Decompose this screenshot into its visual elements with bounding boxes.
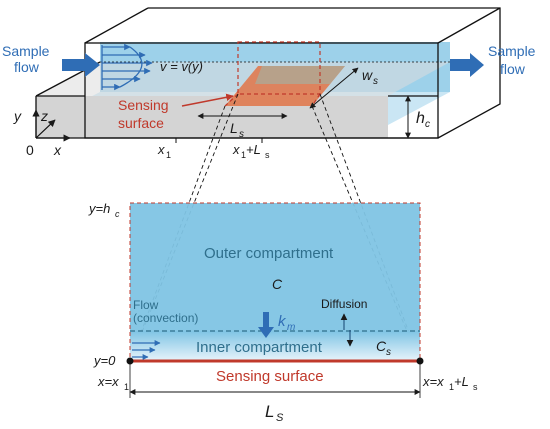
sample-flow-right-1: Sample <box>488 43 536 59</box>
ws-label: w <box>362 67 373 83</box>
cs-label: C <box>376 338 387 354</box>
km-sub: m <box>287 322 295 333</box>
x-end-label: x=x <box>422 374 444 389</box>
km-arrow <box>258 312 274 338</box>
flow-out-arrow <box>450 53 484 77</box>
x-x1-sub: 1 <box>124 382 129 392</box>
inner-compartment-label: Inner compartment <box>196 339 323 356</box>
x1-label: x <box>157 142 165 157</box>
x1ls-sub1: 1 <box>241 150 246 160</box>
flow-label-2: (convection) <box>133 311 198 325</box>
sample-flow-left-1: Sample <box>2 43 50 59</box>
velocity-profile <box>101 43 153 91</box>
sensing-label-2: surface <box>118 115 164 131</box>
x-end-sub: 1 <box>449 382 454 392</box>
zoom-panel <box>126 202 424 398</box>
x-x1-label: x=x <box>97 374 119 389</box>
axis-x-label: x <box>53 142 62 158</box>
x1ls-sub2: s <box>265 150 270 160</box>
y0-label: y=0 <box>93 353 116 368</box>
x1ls-plus: +L <box>246 142 261 157</box>
sample-flow-left-2: flow <box>14 59 40 75</box>
sensing-surface-shadow <box>255 66 345 84</box>
y-hc-sub: c <box>115 209 120 219</box>
hc-label: h <box>416 110 425 127</box>
ls-bottom-label: L <box>265 402 274 421</box>
inner-flow-arrows <box>132 340 161 360</box>
x1-sub: 1 <box>166 150 171 160</box>
channel-floor <box>36 96 388 138</box>
km-label: k <box>278 313 287 330</box>
flow-in-arrow <box>62 53 100 77</box>
flow-label-1: Flow <box>133 298 159 312</box>
ls-label: L <box>230 120 238 136</box>
axis-y-label: y <box>13 108 22 124</box>
c-label: C <box>272 276 283 292</box>
hc-sub: c <box>425 119 430 130</box>
outer-compartment-label: Outer compartment <box>204 245 334 262</box>
x1ls-label: x <box>232 142 240 157</box>
sensing-surface-bottom-label: Sensing surface <box>216 368 324 385</box>
x-end-plus: +L <box>454 374 469 389</box>
sensing-pointer <box>181 93 234 107</box>
x-end-sub2: s <box>473 382 478 392</box>
velocity-label: v = v(y) <box>160 59 203 74</box>
ls-bottom-sub: S <box>276 412 284 424</box>
ws-dimension <box>309 67 359 109</box>
outer-compartment-box <box>130 203 420 331</box>
ls-sub: s <box>239 129 244 140</box>
sensing-label-1: Sensing <box>118 97 169 113</box>
axis-z-label: z <box>40 108 48 124</box>
cs-sub: s <box>386 347 391 358</box>
inner-compartment-box <box>130 331 420 361</box>
diffusion-label: Diffusion <box>321 297 367 311</box>
origin-label: 0 <box>26 142 34 158</box>
axes-3d <box>32 109 71 142</box>
y-hc-label: y=h <box>88 201 110 216</box>
channel-3d <box>32 7 501 143</box>
sample-flow-right-2: flow <box>500 61 526 77</box>
ws-sub: s <box>373 76 378 87</box>
